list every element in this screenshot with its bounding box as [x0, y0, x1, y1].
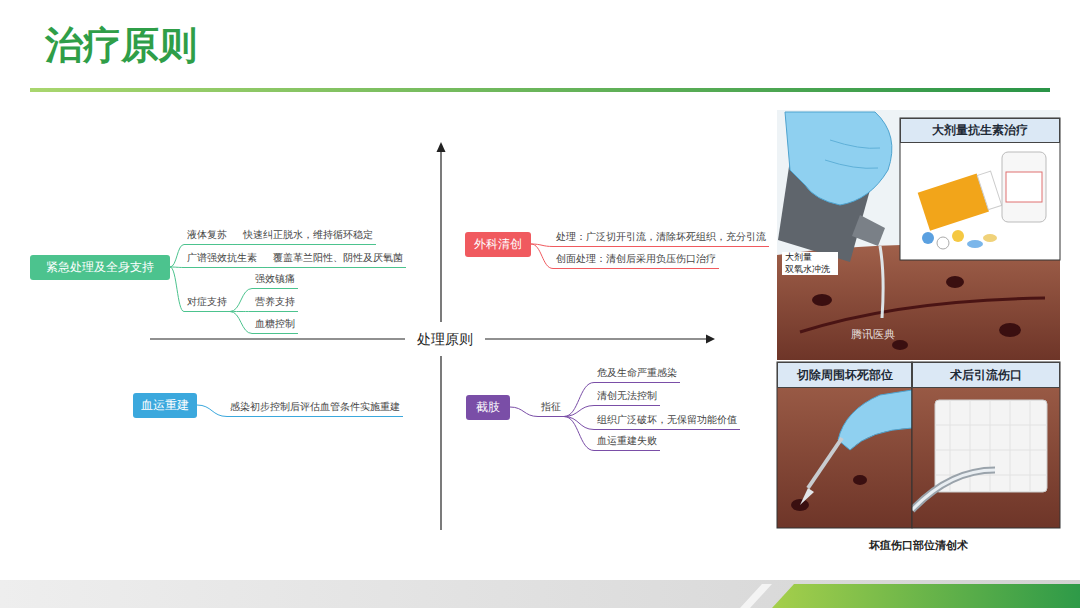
branch-item: 指征 [538, 400, 564, 417]
node-text: 组织广泛破坏，无保留功能价值 [597, 414, 737, 425]
branch-detail: 创面处理：清创后采用负压伤口治疗 [553, 252, 719, 269]
axes [150, 142, 715, 530]
caption-text: 坏疽伤口部位清创术 [869, 539, 968, 552]
branch-connector [170, 267, 184, 312]
panel-header: 切除周围坏死部位 [777, 362, 912, 388]
branch-detail: 危及生命严重感染 [594, 366, 680, 383]
category-box: 外科清创 [465, 232, 531, 257]
branch-connector [170, 245, 184, 268]
irrigation-figure [777, 110, 1060, 360]
branch-connector [230, 244, 240, 245]
node-text: 处理：广泛切开引流，清除坏死组织，充分引流 [556, 231, 766, 242]
branch-item: 广谱强效抗生素 [184, 251, 260, 268]
node-text: 感染初步控制后评估血管条件实施重建 [230, 401, 400, 412]
node-text: 营养支持 [255, 296, 295, 307]
branch-connector [260, 267, 270, 268]
antibiotic-panel [900, 118, 1060, 260]
label-text: 处理原则 [417, 331, 473, 347]
node-text: 强效镇痛 [255, 273, 295, 284]
node-text: 截肢 [476, 400, 500, 414]
branch-detail: 强效镇痛 [252, 272, 298, 289]
node-text: 外科清创 [474, 237, 522, 251]
drainage-figure [912, 362, 1060, 528]
node-text: 快速纠正脱水，维持循环稳定 [243, 229, 373, 240]
branch-detail: 快速纠正脱水，维持循环稳定 [240, 228, 376, 245]
node-text: 血运重建失败 [597, 435, 657, 446]
footer-bar [0, 580, 1080, 608]
node-text: 血运重建 [141, 398, 189, 412]
branch-connector [230, 312, 252, 334]
node-text: 血糖控制 [255, 318, 295, 329]
branch-detail: 血糖控制 [252, 317, 298, 334]
slide-title: 治疗原则 [45, 20, 197, 71]
node-text: 覆盖革兰阳性、阴性及厌氧菌 [273, 252, 403, 263]
figure-label: 大剂量 双氧水冲洗 [782, 252, 838, 275]
node-text: 创面处理：清创后采用负压伤口治疗 [556, 253, 716, 264]
node-text: 广谱强效抗生素 [187, 252, 257, 263]
branch-connector [230, 289, 252, 312]
branch-detail: 感染初步控制后评估血管条件实施重建 [227, 400, 403, 417]
branch-detail: 处理：广泛切开引流，清除坏死组织，充分引流 [553, 230, 769, 247]
branch-connector [564, 417, 594, 430]
node-text: 液体复苏 [187, 229, 227, 240]
branch-detail: 血运重建失败 [594, 434, 660, 451]
panel-header: 术后引流伤口 [912, 362, 1060, 388]
branch-item: 对症支持 [184, 295, 230, 312]
branch-detail: 覆盖革兰阳性、阴性及厌氧菌 [270, 251, 406, 268]
title-rule [30, 88, 1050, 92]
node-text: 紧急处理及全身支持 [46, 260, 154, 274]
label-text: 腾讯医典 [851, 328, 895, 341]
node-text: 术后引流伤口 [950, 368, 1022, 383]
panel-frame [912, 362, 1060, 528]
branch-detail: 组织广泛破坏，无保留功能价值 [594, 413, 740, 430]
node-text: 对症支持 [187, 296, 227, 307]
category-box: 截肢 [466, 395, 510, 420]
branch-connector [564, 406, 594, 417]
node-text: 切除周围坏死部位 [797, 368, 893, 383]
branch-connector [531, 244, 553, 269]
branch-connector [564, 383, 594, 417]
category-box: 紧急处理及全身支持 [30, 255, 170, 280]
node-text: 指征 [541, 401, 561, 412]
label-text: 大剂量 双氧水冲洗 [785, 252, 830, 274]
node-text: 危及生命严重感染 [597, 367, 677, 378]
branch-detail: 清创无法控制 [594, 389, 660, 406]
category-box: 血运重建 [133, 393, 197, 418]
branch-detail: 营养支持 [252, 295, 298, 312]
title-text: 治疗原则 [45, 23, 197, 67]
excision-figure [777, 362, 912, 528]
node-text: 清创无法控制 [597, 390, 657, 401]
node-text: 大剂量抗生素治疗 [932, 123, 1028, 138]
hub-label: 处理原则 [414, 330, 476, 348]
branch-connector [510, 407, 538, 417]
branch-connector [564, 417, 594, 451]
watermark: 腾讯医典 [848, 328, 898, 342]
branch-item: 液体复苏 [184, 228, 230, 245]
branch-connector [197, 405, 227, 417]
panel-header: 大剂量抗生素治疗 [900, 118, 1060, 143]
figure-caption: 坏疽伤口部位清创术 [869, 538, 968, 553]
panel-frame [777, 362, 912, 528]
